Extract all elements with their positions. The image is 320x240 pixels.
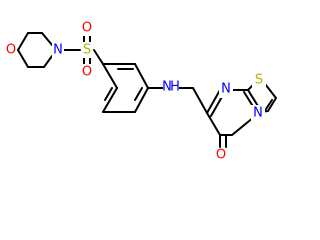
- bond: [41, 32, 53, 46]
- bridgehead-nitrogen-label: N: [253, 106, 263, 121]
- amine-nitrogen-label: N: [162, 80, 172, 95]
- bond: [43, 55, 53, 68]
- label-mask: [163, 80, 179, 98]
- label-mask: [251, 105, 265, 121]
- bond: [102, 63, 118, 89]
- bond: [210, 94, 224, 117]
- thiazole-sulfur-label: S: [255, 73, 263, 88]
- pyrimidine-nitrogen-label: N: [221, 82, 231, 97]
- atom-labels: O N S O O N H N S N O: [5, 21, 266, 164]
- bond: [17, 32, 29, 51]
- chemical-structure-diagram: O N S O O N H N S N O: [5, 21, 277, 164]
- bond: [247, 89, 259, 107]
- sulfonyl-sulfur-label: S: [83, 43, 91, 58]
- bond: [231, 116, 255, 136]
- morpholine-oxygen-label: O: [6, 43, 16, 58]
- label-mask: [81, 64, 93, 78]
- bond: [104, 87, 113, 101]
- bond: [134, 87, 149, 113]
- bond: [267, 97, 277, 112]
- bond: [17, 49, 29, 68]
- label-mask: [214, 148, 228, 164]
- bond: [134, 87, 143, 101]
- bond: [263, 99, 273, 113]
- label-mask: [219, 82, 233, 98]
- bond: [134, 63, 149, 89]
- bond: [102, 87, 118, 113]
- morpholine-nitrogen-label: N: [53, 43, 63, 58]
- label-mask: [81, 22, 93, 36]
- bond: [93, 49, 104, 65]
- label-mask: [252, 73, 266, 89]
- bond: [206, 89, 221, 114]
- carbonyl-oxygen-label: O: [216, 148, 226, 163]
- sulfonyl-oxygen-top-label: O: [82, 21, 92, 36]
- label-mask: [52, 42, 64, 58]
- label-mask: [81, 42, 93, 58]
- bond: [206, 112, 221, 136]
- bond: [192, 87, 208, 114]
- amine-hydrogen-label: H: [170, 80, 180, 95]
- label-mask: [5, 42, 17, 58]
- sulfonyl-oxygen-bottom-label: O: [82, 65, 92, 80]
